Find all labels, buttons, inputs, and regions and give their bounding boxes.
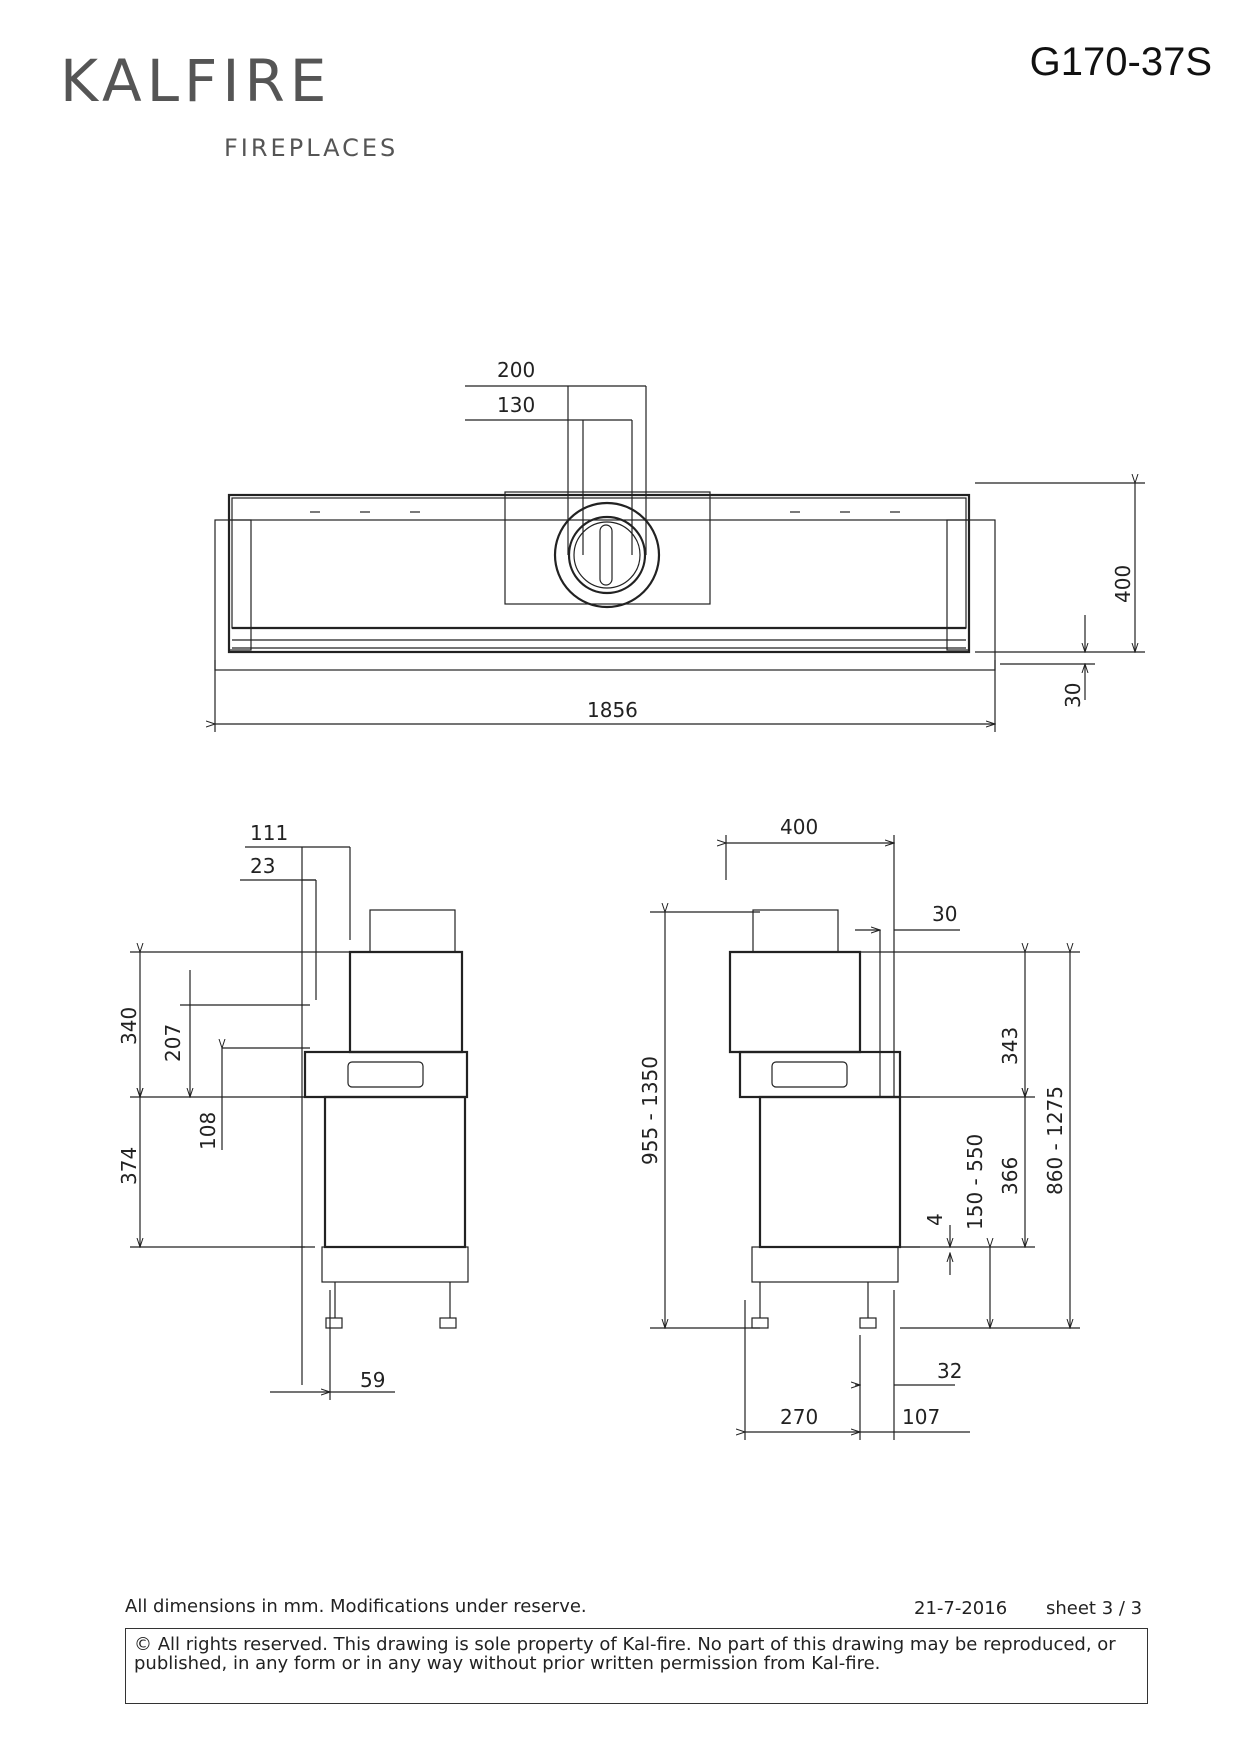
right-view-dimensions [650,835,1080,1440]
dim-59: 59 [360,1368,385,1392]
dim-860-1275: 860 - 1275 [1043,1086,1067,1195]
drawing-date: 21-7-2016 [914,1598,1008,1619]
sheet-number: sheet 3 / 3 [1046,1598,1143,1619]
top-view-dimensions [215,385,1145,732]
dim-4: 4 [923,1213,947,1226]
dim-150-550: 150 - 550 [963,1134,987,1230]
dim-flue-inner: 130 [497,393,535,417]
dim-108: 108 [196,1112,220,1150]
dim-374: 374 [117,1147,141,1185]
dim-400-side: 400 [780,815,818,839]
model-number: G170-37S [1029,40,1212,84]
dim-flue-outer: 200 [497,358,535,382]
dim-width: 1856 [587,698,638,722]
dim-depth: 400 [1111,565,1135,603]
left-view-dimensions [130,846,395,1400]
dim-955-1350: 955 - 1350 [638,1056,662,1165]
dim-frame: 30 [1061,683,1085,708]
dim-111: 111 [250,821,288,845]
dim-23: 23 [250,854,275,878]
dim-207: 207 [161,1024,185,1062]
copyright-notice: © All rights reserved. This drawing is s… [125,1628,1148,1704]
right-side-view [728,909,920,1329]
dim-30-side: 30 [932,902,957,926]
dim-270: 270 [780,1405,818,1429]
dim-340: 340 [117,1007,141,1045]
dim-32: 32 [937,1359,962,1383]
top-view [214,491,996,671]
brand-logo: KALFIRE [60,52,331,110]
brand-tagline: FIREPLACES [224,134,399,162]
dim-343: 343 [998,1027,1022,1065]
dim-107: 107 [902,1405,940,1429]
dim-366: 366 [998,1157,1022,1195]
dimensions-note: All dimensions in mm. Modifications unde… [125,1596,587,1617]
left-side-view [290,909,469,1329]
brand-name: KALFIRE [60,47,332,115]
